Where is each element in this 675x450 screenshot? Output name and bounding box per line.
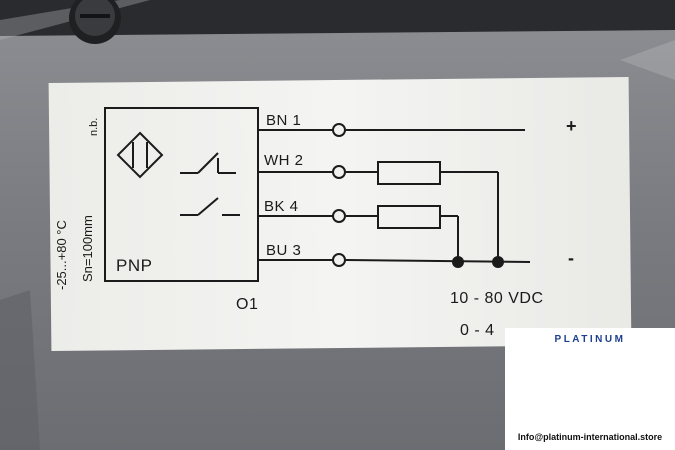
sensing-range: Sn=100mm (80, 215, 95, 282)
screw-icon (69, 0, 121, 44)
nc-contact-icon (180, 152, 236, 174)
wire-label-bu3: BU 3 (266, 242, 302, 259)
load-resistor-2 (377, 205, 441, 229)
current-label: 0 - 4 (460, 322, 495, 339)
proximity-sensor-icon (116, 131, 164, 179)
brand-name: PLATINUM (554, 334, 626, 345)
watermark-card: PLATINUM Info@platinum-international.sto… (505, 328, 675, 450)
temperature-range: -25...+80 °C (54, 220, 69, 290)
minus-sign: - (568, 248, 575, 268)
nb-mark: n.b. (88, 117, 100, 136)
voltage-label: 10 - 80 VDC (450, 290, 544, 307)
no-contact-icon (180, 197, 240, 216)
junction-dot (452, 256, 464, 268)
terminal-circles (332, 123, 346, 267)
load-resistor-1 (377, 161, 441, 185)
output-name-label: O1 (236, 296, 259, 313)
plus-sign: + (566, 116, 578, 136)
wire-label-bn1: BN 1 (266, 112, 302, 129)
wire-label-wh2: WH 2 (264, 152, 304, 169)
wire-label-bk4: BK 4 (264, 198, 299, 215)
sensor-body-box (104, 107, 259, 282)
brand-email: Info@platinum-international.store (517, 432, 663, 442)
junction-dot (492, 256, 504, 268)
output-type-label: PNP (116, 256, 153, 275)
